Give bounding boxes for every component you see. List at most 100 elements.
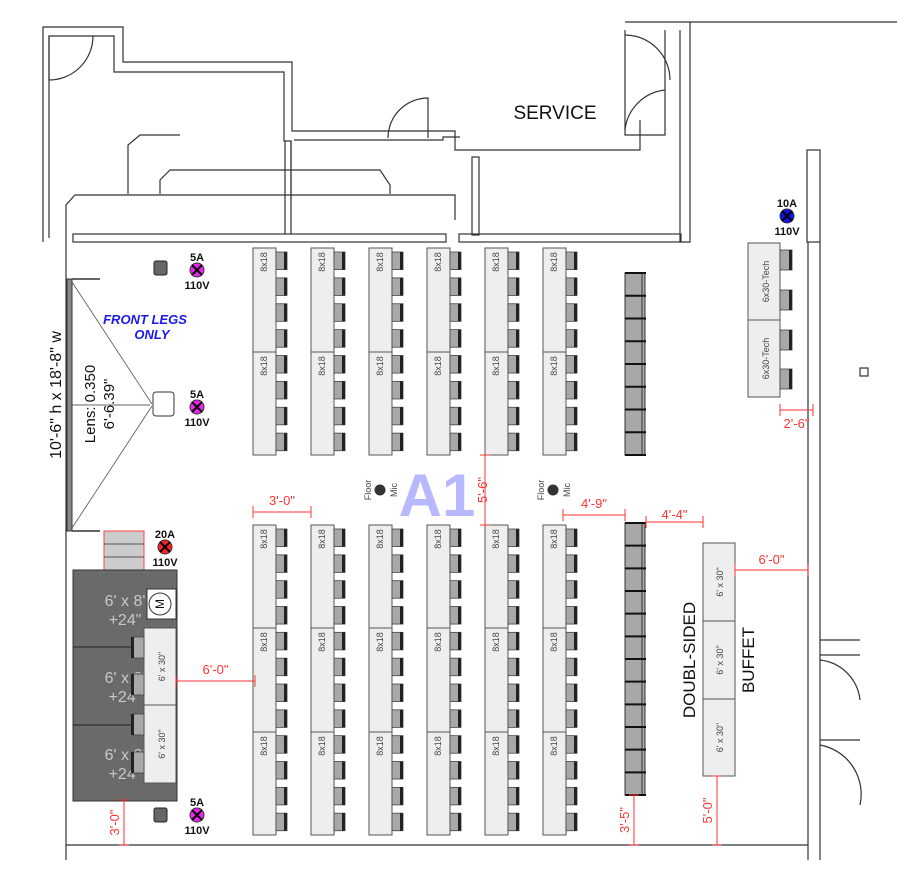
table-top[interactable]: [252, 351, 277, 456]
table-top[interactable]: [542, 351, 567, 456]
chair-row: [624, 272, 646, 456]
table-label: 8x18: [375, 356, 385, 376]
floor-mic-label: Mic: [562, 483, 572, 497]
table-top[interactable]: [747, 319, 781, 398]
tech-table[interactable]: 6x30-Tech: [747, 319, 781, 398]
chair-back: [284, 407, 287, 425]
banquet-table[interactable]: 8x18: [542, 627, 567, 733]
banquet-table[interactable]: 8x18: [310, 247, 335, 353]
chair-seat: [132, 673, 145, 696]
chair-back: [284, 252, 287, 270]
banquet-table[interactable]: 8x18: [484, 731, 509, 836]
banquet-table[interactable]: 8x18: [310, 524, 335, 629]
chair: [275, 683, 288, 702]
table-top[interactable]: [368, 731, 393, 836]
table-top[interactable]: [542, 731, 567, 836]
outlet-volts: 110V: [184, 280, 210, 292]
chair: [507, 432, 520, 452]
door-swing: [387, 97, 429, 139]
banquet-table[interactable]: 8x18: [368, 351, 393, 456]
chair: [275, 406, 288, 426]
table-top[interactable]: [310, 351, 335, 456]
chair-back: [284, 580, 287, 599]
banquet-table[interactable]: 8x18: [426, 524, 451, 629]
table-top[interactable]: [747, 242, 781, 321]
banquet-table[interactable]: 8x18: [426, 731, 451, 836]
banquet-table[interactable]: 8x18: [484, 524, 509, 629]
banquet-table[interactable]: 8x18: [484, 351, 509, 456]
table-top[interactable]: [143, 704, 177, 784]
outlet-volts: 110V: [774, 226, 800, 238]
chair-back: [516, 529, 519, 547]
table-label: 8x18: [259, 252, 269, 272]
banquet-table[interactable]: 8x18: [542, 247, 567, 353]
banquet-table[interactable]: 8x18: [368, 627, 393, 733]
banquet-table[interactable]: 8x18: [542, 731, 567, 836]
banquet-table[interactable]: 8x18: [310, 731, 335, 836]
banquet-table[interactable]: 8x18: [252, 731, 277, 836]
banquet-table[interactable]: 8x18: [368, 247, 393, 353]
banquet-table[interactable]: 8x18: [542, 524, 567, 629]
chair: [565, 631, 578, 651]
stage-table-label: 6' x 30": [157, 652, 167, 681]
chair: [507, 580, 520, 599]
banquet-table[interactable]: 8x18: [484, 247, 509, 353]
table-top[interactable]: [310, 731, 335, 836]
table-top[interactable]: [426, 351, 451, 456]
chair-back: [342, 606, 345, 625]
table-label: 8x18: [375, 252, 385, 272]
banquet-table[interactable]: 8x18: [542, 351, 567, 456]
table-top[interactable]: [252, 731, 277, 836]
table-top[interactable]: [484, 351, 509, 456]
banquet-table[interactable]: 8x18: [368, 524, 393, 629]
banquet-table[interactable]: 8x18: [368, 731, 393, 836]
chair-back: [516, 554, 519, 573]
chair-back: [516, 787, 519, 805]
table-top[interactable]: [702, 620, 736, 700]
banquet-table[interactable]: 8x18: [252, 524, 277, 629]
chair-back: [458, 761, 461, 780]
buffet-table[interactable]: 6' x 30": [702, 542, 736, 622]
chair: [275, 761, 288, 780]
buffet-table[interactable]: 6' x 30": [702, 698, 736, 777]
banquet-table[interactable]: 8x18: [484, 627, 509, 733]
table-top[interactable]: [702, 698, 736, 777]
stage-table-label: 6' x 30": [157, 729, 167, 758]
table-top[interactable]: [143, 627, 177, 706]
buffet-table[interactable]: 6' x 30": [702, 620, 736, 700]
chair-back: [400, 606, 403, 625]
chair: [275, 380, 288, 400]
table-top[interactable]: [426, 731, 451, 836]
chair-back: [400, 813, 403, 831]
chair-back: [516, 329, 519, 348]
banquet-table[interactable]: 8x18: [426, 627, 451, 733]
table-label: 8x18: [433, 736, 443, 756]
chair: [275, 812, 288, 832]
table-top[interactable]: [368, 351, 393, 456]
chair-back: [574, 252, 577, 270]
stage-table[interactable]: 6' x 30": [143, 627, 177, 706]
buffet-label-double-sided: DOUBL-SIDED: [680, 602, 699, 718]
banquet-table[interactable]: 8x18: [310, 627, 335, 733]
stage-table[interactable]: 6' x 30": [143, 704, 177, 784]
table-top[interactable]: [484, 731, 509, 836]
chair: [449, 631, 462, 651]
chair-back: [131, 714, 134, 735]
banquet-table[interactable]: 8x18: [252, 627, 277, 733]
banquet-table[interactable]: 8x18: [426, 351, 451, 456]
dimension-center_aisle: 5'-6": [475, 454, 490, 526]
banquet-table[interactable]: 8x18: [252, 351, 277, 456]
chair: [333, 657, 346, 677]
chair-back: [516, 813, 519, 831]
banquet-table[interactable]: 8x18: [310, 351, 335, 456]
chair-back: [574, 329, 577, 348]
banquet-table[interactable]: 8x18: [252, 247, 277, 353]
chair-back: [789, 330, 792, 350]
tech-table[interactable]: 6x30-Tech: [747, 242, 781, 321]
dimension-to_chair_row: 4'-9": [562, 496, 626, 521]
tech-table-label: 6x30-Tech: [761, 338, 771, 380]
outlet-volts: 110V: [152, 557, 178, 569]
banquet-table[interactable]: 8x18: [426, 247, 451, 353]
chair: [565, 657, 578, 677]
